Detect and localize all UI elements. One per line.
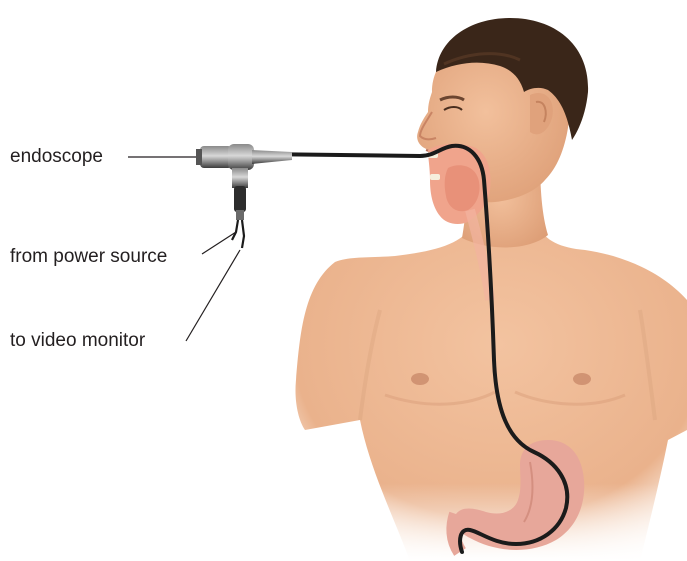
power-source-label: from power source xyxy=(10,246,167,268)
video-monitor-label: to video monitor xyxy=(10,330,145,352)
power-source-leader-line xyxy=(202,232,236,254)
endoscope-device xyxy=(196,144,292,248)
endoscope-label: endoscope xyxy=(10,146,103,168)
video-monitor-leader-line xyxy=(186,250,240,341)
